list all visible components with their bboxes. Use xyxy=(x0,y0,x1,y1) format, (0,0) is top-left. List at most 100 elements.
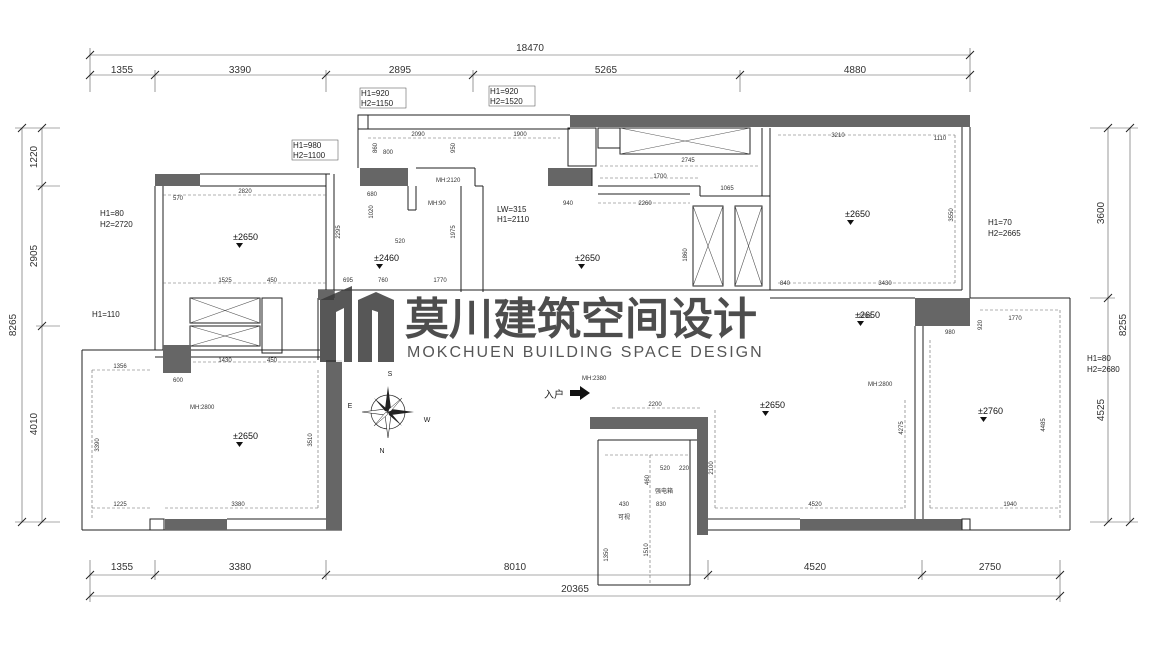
dim-450-b: 450 xyxy=(267,358,278,364)
lower-block-labels: 强电箱 可视 xyxy=(618,487,673,521)
right-dim-2: 4525 xyxy=(1096,398,1107,421)
svg-text:±2650: ±2650 xyxy=(845,209,870,219)
top-dim-4: 5265 xyxy=(595,65,618,76)
dim-2745: 2745 xyxy=(681,158,695,164)
top-dim-5: 4880 xyxy=(844,65,867,76)
dim-3550: 3550 xyxy=(949,208,955,222)
bottom-dim-4: 4520 xyxy=(804,562,827,573)
note-h1-920-a: H1=920 xyxy=(361,89,390,98)
level-marker: ±2650 xyxy=(575,253,600,269)
compass-e: E xyxy=(348,403,353,410)
level-markers: ±2650 ±2460 ±2650 ±2650 ±2650 ±2650 ±265… xyxy=(233,209,1003,447)
door-notes: MH:2120 MH:2800 MH:2380 MH:2800 MH:90 xyxy=(190,178,893,411)
dim-4485: 4485 xyxy=(1041,418,1047,432)
entry-arrow-icon xyxy=(570,386,590,400)
dim-1900: 1900 xyxy=(513,132,527,138)
brand-name-cn: 莫川建筑空间设计 xyxy=(405,294,757,345)
entry-label: 入户 xyxy=(544,388,564,401)
dim-1510: 1510 xyxy=(644,543,650,557)
top-dim-3: 2895 xyxy=(389,65,412,76)
brand-logo-icon xyxy=(320,286,394,362)
level-marker: ±2760 xyxy=(978,406,1003,422)
level-marker: ±2650 xyxy=(855,310,880,326)
top-total-dim: 18470 xyxy=(516,43,544,54)
meter-box-label: 强电箱 xyxy=(655,487,673,495)
top-dim-2: 3390 xyxy=(229,65,252,76)
bottom-dim-1: 1355 xyxy=(111,562,134,573)
dim-4520: 4520 xyxy=(808,502,822,508)
dim-2820: 2820 xyxy=(238,189,252,195)
svg-text:±2650: ±2650 xyxy=(575,253,600,263)
dim-1940: 1940 xyxy=(1003,502,1017,508)
dim-695: 695 xyxy=(343,278,354,284)
dim-3390: 3390 xyxy=(95,438,101,452)
dim-950: 950 xyxy=(451,142,457,153)
dim-2295: 2295 xyxy=(336,225,342,239)
dim-940: 940 xyxy=(563,201,574,207)
dim-1770: 1770 xyxy=(1008,316,1022,322)
dim-860: 860 xyxy=(373,142,379,153)
level-marker: ±2650 xyxy=(845,209,870,225)
note-h1-80-b: H1=80 xyxy=(1087,354,1111,363)
dim-1525: 1525 xyxy=(218,278,232,284)
svg-text:±2650: ±2650 xyxy=(233,431,258,441)
dim-4275: 4275 xyxy=(899,421,905,435)
right-total-dim: 8255 xyxy=(1118,313,1129,336)
dim-450-a: 450 xyxy=(267,278,278,284)
svg-text:±2650: ±2650 xyxy=(855,310,880,320)
dim-520-b: 520 xyxy=(660,466,671,472)
left-dimension-chain: 8265 1220 2905 4010 xyxy=(8,123,60,527)
intercom-label: 可视 xyxy=(618,513,630,521)
inner-guides xyxy=(91,134,1061,585)
dim-600: 600 xyxy=(173,378,184,384)
left-dim-3: 4010 xyxy=(29,412,40,435)
bottom-dim-5: 2750 xyxy=(979,562,1002,573)
dim-980: 980 xyxy=(945,330,956,336)
dim-1020: 1020 xyxy=(369,205,375,219)
note-h2-2665: H2=2665 xyxy=(988,229,1021,238)
dim-1065: 1065 xyxy=(720,186,734,192)
dim-2260: 2260 xyxy=(638,201,652,207)
level-marker: ±2650 xyxy=(233,232,258,248)
bottom-total-dim: 20365 xyxy=(561,584,589,595)
level-marker: ±2460 xyxy=(374,253,399,269)
dim-220: 220 xyxy=(679,466,690,472)
dim-3510: 3510 xyxy=(308,433,314,447)
right-dim-1: 3600 xyxy=(1096,201,1107,224)
dim-460: 460 xyxy=(645,474,651,485)
compass-w: W xyxy=(424,417,431,424)
svg-text:±2650: ±2650 xyxy=(233,232,258,242)
dim-680: 680 xyxy=(367,192,378,198)
note-h1-920-b: H1=920 xyxy=(490,87,519,96)
note-h2-1150: H2=1150 xyxy=(361,99,394,108)
note-h1-70: H1=70 xyxy=(988,218,1012,227)
compass-s: S xyxy=(388,371,393,378)
walls xyxy=(81,114,1071,586)
brand-name-en: MOKCHUEN BUILDING SPACE DESIGN xyxy=(407,344,764,361)
dim-1225: 1225 xyxy=(113,502,127,508)
height-notes: H1=920 H2=1150 H1=920 H2=1520 H1=980 H2=… xyxy=(92,85,1120,374)
note-h1-980: H1=980 xyxy=(293,141,322,150)
door-mh-2380: MH:2380 xyxy=(582,376,607,382)
note-h2-1100: H2=1100 xyxy=(293,151,326,160)
entry-marker: 入户 xyxy=(544,386,590,401)
note-h1-110: H1=110 xyxy=(92,310,120,319)
dim-430: 430 xyxy=(619,502,630,508)
svg-text:±2760: ±2760 xyxy=(978,406,1003,416)
dim-1430: 1430 xyxy=(218,358,232,364)
bottom-dimension-chain: 1355 3380 8010 4520 2750 20365 xyxy=(85,560,1065,602)
dim-1110: 1110 xyxy=(934,136,947,142)
bottom-dim-2: 3380 xyxy=(229,562,252,573)
svg-text:±2460: ±2460 xyxy=(374,253,399,263)
brand-watermark: 莫川建筑空间设计 MOKCHUEN BUILDING SPACE DESIGN xyxy=(320,286,764,362)
level-marker: ±2650 xyxy=(233,431,258,447)
door-mh-2800-b: MH:2800 xyxy=(868,382,893,388)
dim-3430: 3430 xyxy=(878,281,892,287)
left-dim-1: 1220 xyxy=(29,145,40,168)
note-h2-2680: H2=2680 xyxy=(1087,365,1120,374)
dim-830: 830 xyxy=(656,502,667,508)
dim-920: 920 xyxy=(978,319,984,330)
door-mh-2120: MH:2120 xyxy=(436,178,461,184)
note-lw-315: LW=315 xyxy=(497,205,527,214)
